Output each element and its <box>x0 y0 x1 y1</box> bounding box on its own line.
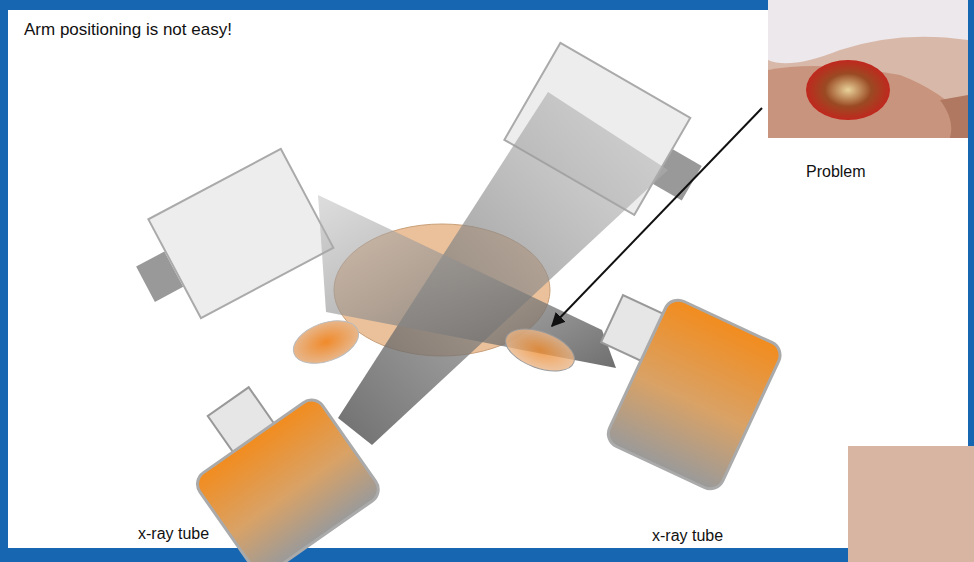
arm-section <box>288 313 365 372</box>
leader-arrow <box>552 108 762 326</box>
slide-ground <box>8 10 968 548</box>
skin-photo <box>848 446 974 562</box>
photo-label: Problem <box>806 162 866 181</box>
x-ray-beam <box>318 195 616 368</box>
arm-section <box>500 321 580 379</box>
x-ray-tube-right <box>564 277 785 493</box>
slide-title: Arm positioning is not easy! <box>24 20 232 40</box>
wound-photo <box>768 0 968 138</box>
tube-label: x-ray tube <box>138 524 209 543</box>
tube-label: x-ray tube <box>652 526 723 545</box>
detector-left <box>119 149 333 334</box>
